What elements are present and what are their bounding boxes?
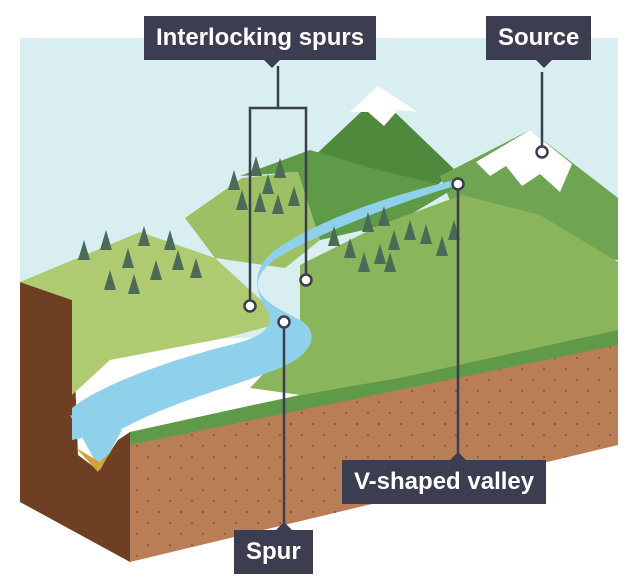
interlocking-spurs-leader-right: [278, 106, 308, 277]
interlocking-spurs-leader: [248, 66, 280, 302]
v-shaped-valley-marker: [451, 177, 465, 191]
v-shaped-valley-label: V-shaped valley: [342, 452, 547, 504]
label-markers: [243, 145, 549, 329]
soil-front-dots: [130, 330, 618, 562]
leader-lines: [248, 66, 544, 528]
trees: [78, 156, 460, 294]
interlocking-spur-marker-right: [299, 273, 313, 287]
river: [72, 180, 455, 440]
source-marker: [535, 145, 549, 159]
interlocking-spur-marker-left: [243, 299, 257, 313]
source-label: Source: [486, 16, 592, 68]
grass-left-plateau: [20, 232, 285, 395]
interlocking-spurs-label: Interlocking spurs: [144, 16, 377, 68]
spur-label: Spur: [234, 522, 313, 574]
grass-front-strip: [130, 330, 618, 445]
riverbed-sediment: [76, 448, 112, 472]
snow-cap-left: [350, 86, 418, 126]
snow-cap-right: [476, 130, 572, 192]
spur-marker: [277, 315, 291, 329]
grass-right-plain: [250, 195, 618, 395]
